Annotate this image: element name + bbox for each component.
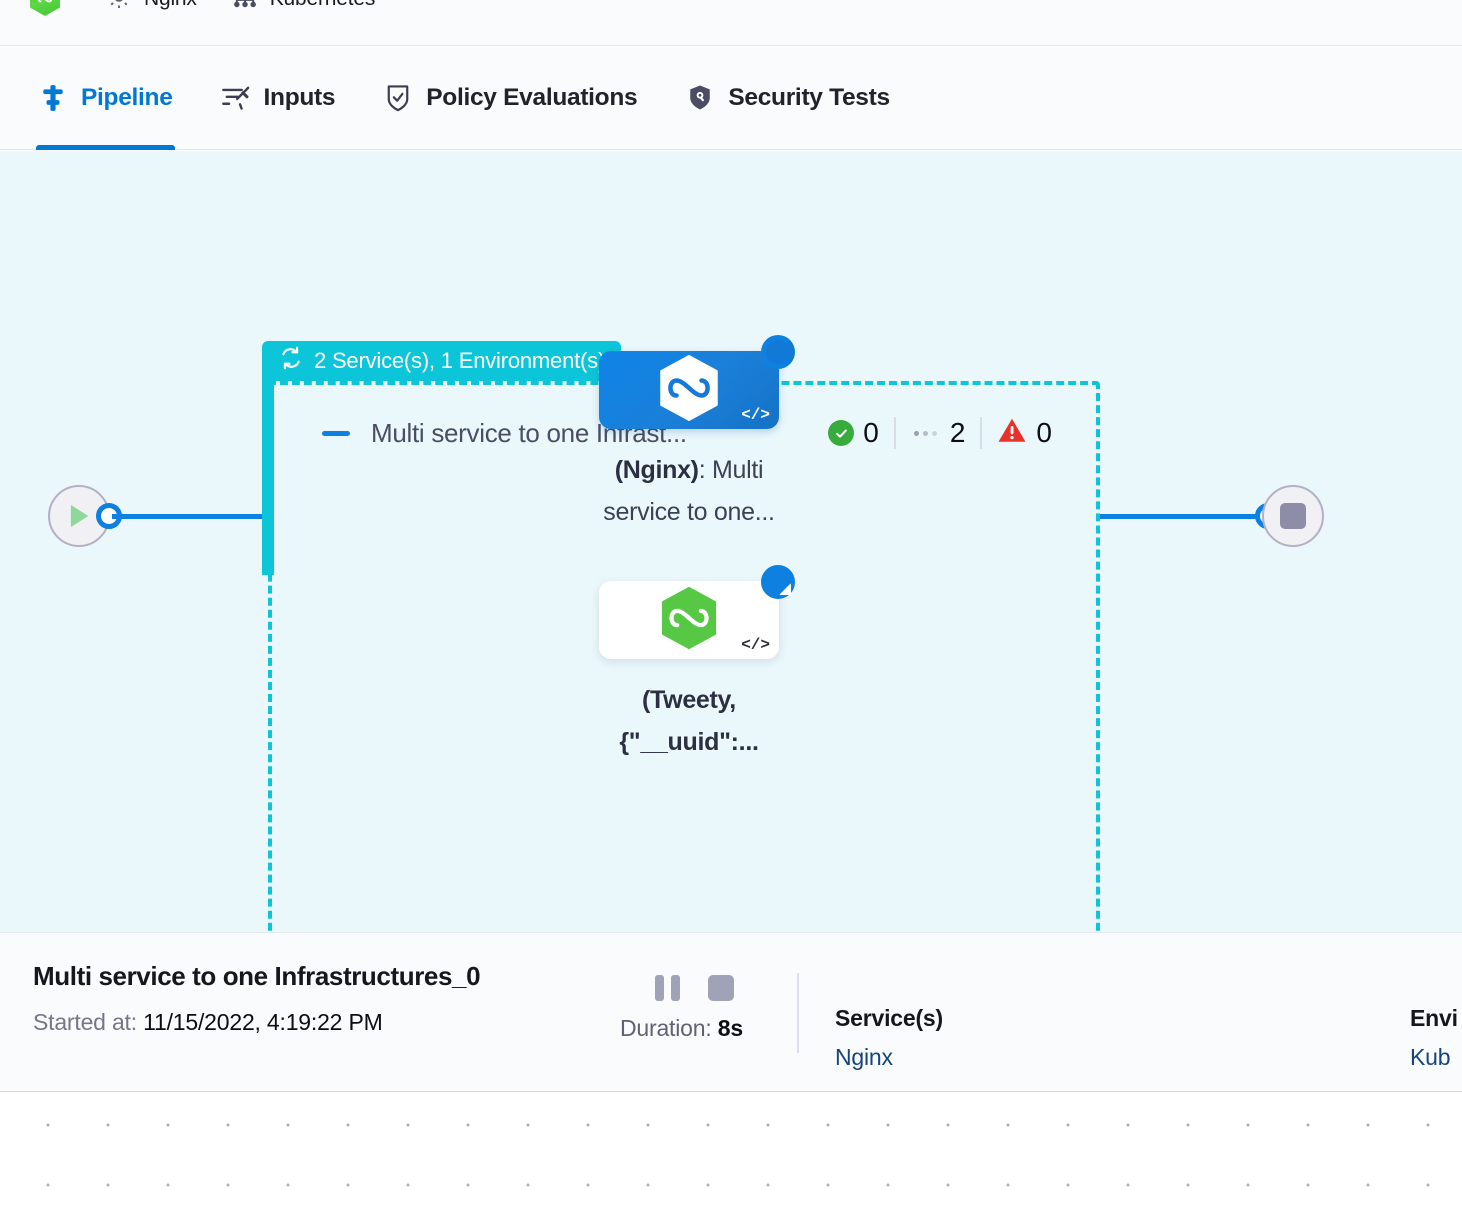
code-icon[interactable]: </> xyxy=(741,636,770,654)
gear-icon xyxy=(105,0,133,16)
execution-started-at: Started at: 11/15/2022, 4:19:22 PM xyxy=(33,1009,383,1036)
success-count: 0 xyxy=(863,417,879,448)
tab-label-policy-evaluations: Policy Evaluations xyxy=(426,83,638,111)
stop-square-icon xyxy=(1280,503,1306,529)
tab-label-pipeline: Pipeline xyxy=(81,83,173,111)
tab-security-tests[interactable]: Security Tests xyxy=(683,46,891,150)
breadcrumb-item-logo[interactable] xyxy=(30,0,71,16)
service-node-nginx[interactable]: </> (Nginx): Multi service to one... xyxy=(599,335,804,533)
started-at-key: Started at: xyxy=(33,1009,137,1035)
execution-detail-panel: Multi service to one Infrastructures_0 S… xyxy=(0,932,1462,1092)
harness-hexagon-green-icon xyxy=(658,585,720,656)
started-at-value: 11/15/2022, 4:19:22 PM xyxy=(143,1009,383,1035)
stop-icon[interactable] xyxy=(708,975,734,1001)
running-spinner-icon xyxy=(761,565,795,599)
execution-controls xyxy=(655,975,734,1001)
group-badge-label: 2 Service(s), 1 Environment(s) xyxy=(314,348,606,373)
services-header: Service(s) xyxy=(835,1005,943,1031)
error-count: 0 xyxy=(1036,417,1052,448)
group-left-bar xyxy=(262,379,274,575)
play-icon xyxy=(70,504,89,528)
pipeline-end-node[interactable] xyxy=(1262,485,1324,547)
status-success: 0 xyxy=(828,417,894,449)
harness-hexagon-logo-icon xyxy=(30,0,60,16)
loop-repeat-icon xyxy=(278,346,304,376)
service-node-tweety[interactable]: </> (Tweety, {"__uuid":... xyxy=(599,565,804,763)
tab-policy-evaluations[interactable]: Policy Evaluations xyxy=(381,46,639,150)
connector-line-end xyxy=(1100,514,1270,519)
group-badge[interactable]: 2 Service(s), 1 Environment(s) xyxy=(262,341,622,381)
pause-icon[interactable] xyxy=(655,975,680,1001)
status-pending: 2 xyxy=(893,417,981,449)
tab-bar: Pipeline Inputs Policy Evaluations xyxy=(0,46,1462,150)
warning-triangle-icon xyxy=(997,417,1027,449)
duration-key: Duration: xyxy=(620,1015,712,1041)
running-spinner-icon xyxy=(761,335,795,369)
service-tile[interactable]: </> xyxy=(599,565,795,659)
inputs-wand-icon xyxy=(221,83,251,113)
policy-shield-check-icon xyxy=(383,83,413,113)
kubernetes-icon xyxy=(231,0,259,16)
harness-hexagon-white-icon xyxy=(656,353,722,428)
pending-count: 2 xyxy=(949,417,966,448)
tab-pipeline[interactable]: Pipeline xyxy=(36,46,175,150)
collapse-minus-icon[interactable] xyxy=(322,430,350,436)
service-node-label: (Nginx): Multi service to one... xyxy=(574,449,804,533)
tab-inputs[interactable]: Inputs xyxy=(219,46,338,150)
code-icon[interactable]: </> xyxy=(741,406,770,424)
pipeline-icon xyxy=(38,83,68,113)
environments-header: Envi xyxy=(1410,1005,1458,1031)
success-check-icon xyxy=(828,420,855,446)
services-column: Service(s) Nginx xyxy=(835,1005,943,1071)
environments-value-link[interactable]: Kub xyxy=(1410,1044,1451,1070)
service-node-label-bold: (Tweety, {"__uuid":... xyxy=(619,686,759,756)
services-value-link[interactable]: Nginx xyxy=(835,1044,893,1070)
group-status-counts: 0 2 0 xyxy=(828,417,1052,449)
breadcrumb-item-environment[interactable]: Kubernetes xyxy=(231,0,375,10)
dotted-grid-canvas[interactable] xyxy=(0,1092,1462,1228)
service-node-label: (Tweety, {"__uuid":... xyxy=(574,679,804,763)
pending-dots-icon xyxy=(911,430,941,436)
pipeline-canvas[interactable]: 2 Service(s), 1 Environment(s) Multi ser… xyxy=(0,151,1462,932)
breadcrumb-label-2: Kubernetes xyxy=(270,0,376,11)
breadcrumb-label-1: Nginx xyxy=(144,0,197,11)
execution-duration: Duration: 8s xyxy=(620,1015,743,1042)
environments-column: Envi Kub xyxy=(1410,1005,1458,1071)
status-error: 0 xyxy=(980,417,1052,449)
breadcrumb-item-service[interactable]: Nginx xyxy=(105,0,197,10)
service-tile[interactable]: </> xyxy=(599,335,795,429)
breadcrumb-strip: Nginx Kubernetes xyxy=(0,0,1462,46)
execution-title: Multi service to one Infrastructures_0 xyxy=(33,961,481,991)
security-shield-icon xyxy=(685,83,715,113)
service-node-label-bold: (Nginx) xyxy=(614,456,699,484)
duration-value: 8s xyxy=(717,1015,743,1041)
service-node-label-rest: : Multi service to one... xyxy=(603,456,775,526)
tab-label-security-tests: Security Tests xyxy=(728,83,890,111)
connector-line-start xyxy=(112,514,270,519)
tab-label-inputs: Inputs xyxy=(263,83,336,111)
panel-divider xyxy=(797,973,799,1053)
